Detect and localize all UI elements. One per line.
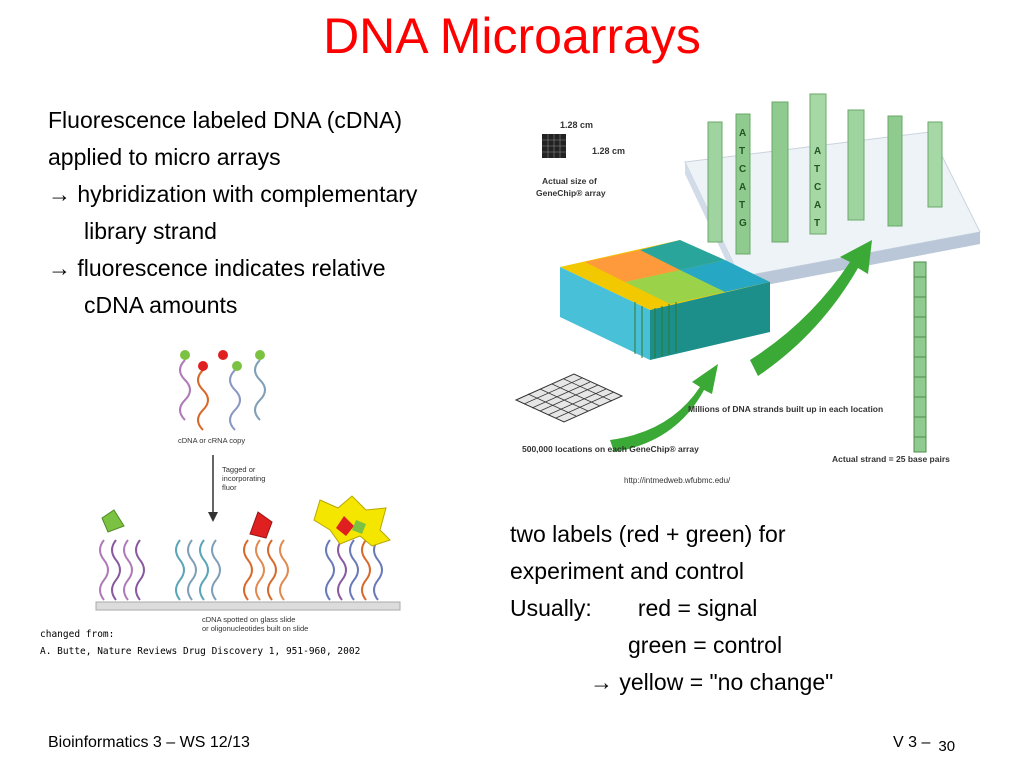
footer-course: Bioinformatics 3 – WS 12/13 [48,734,250,751]
arrow-icon: → [590,669,613,695]
actual-size-label: GeneChip® array [536,188,606,198]
base-label: A [739,182,746,193]
text-line: → yellow = "no change" [590,669,834,695]
butte-figure: cDNA or cRNA copy Tagged or incorporatin… [95,350,401,633]
text-line: → hybridization with complementary [48,181,418,207]
text-line: applied to micro arrays [48,144,281,170]
text-line: two labels (red + green) for [510,521,786,547]
yellow-fluor-icon [313,495,391,547]
actual-strand [913,261,927,453]
figure-label: Millions of DNA strands built up in each… [688,404,883,414]
fluor-icon [218,350,228,360]
figure-label: or oligonucleotides built on slide [202,624,308,633]
text-line: green = control [628,632,783,658]
base-label: T [814,164,820,175]
figure-label: Actual strand = 25 base pairs [832,454,950,464]
fluor-icon [180,350,190,360]
wire-grid [523,377,615,419]
text-line: library strand [84,218,217,244]
base-label: T [814,218,820,229]
figure-label: Tagged or [222,465,256,474]
figure-url: http://intmedweb.wfubmc.edu/ [624,476,731,485]
green-fluor-icon [101,509,125,533]
text-line: → fluorescence indicates relative [48,255,386,281]
base-label: G [739,218,747,229]
glass-slide [95,601,401,611]
red-fluor-icon [336,516,354,536]
actual-size-label: Actual size of [542,176,597,186]
base-label: C [814,182,821,193]
arrow-icon [750,240,872,376]
left-text-block: Fluorescence labeled DNA (cDNA) applied … [48,102,417,324]
size-label: 1.28 cm [592,146,625,156]
text-line: experiment and control [510,558,744,584]
fluor-icon [198,361,208,371]
right-text-block: two labels (red + green) for experiment … [510,516,833,701]
text-line: cDNA amounts [84,292,238,318]
text-line: Fluorescence labeled DNA (cDNA) [48,107,403,133]
base-label: T [739,200,745,211]
red-fluor-icon [249,511,273,539]
probe-columns [707,93,943,255]
base-label: A [814,146,821,157]
green-fluor-icon [352,520,366,534]
size-label: 1.28 cm [560,120,593,130]
base-label: T [739,146,745,157]
figure-label: cDNA or cRNA copy [178,436,245,445]
slide-title: DNA Microarrays [323,8,701,64]
arrow-icon: → [48,255,71,281]
text-line: Usually:red = signal [510,595,758,621]
page-number: 30 [938,738,956,755]
figure-label: 500,000 locations on each GeneChip® arra… [522,444,699,454]
arrow-icon [208,512,218,522]
footer-page: V 3 –30 [893,734,956,755]
base-label: A [739,128,746,139]
base-label: A [814,200,821,211]
fluor-icon [255,350,265,360]
figure-label: incorporating [222,474,265,483]
figure-caption: changed from: [40,629,115,640]
figure-citation: A. Butte, Nature Reviews Drug Discovery … [40,646,361,657]
arrow-icon [610,364,718,452]
cdna-strands [179,359,266,431]
genechip-figure: 1.28 cm 1.28 cm Actual size of GeneChip®… [514,93,981,485]
arrow-icon: → [48,181,71,207]
hybridized-strands [99,539,383,601]
fluor-icon [232,361,242,371]
figure-label: fluor [222,483,237,492]
figure-label: cDNA spotted on glass slide [202,615,295,624]
base-label: C [739,164,746,175]
strand-grid [634,302,677,358]
